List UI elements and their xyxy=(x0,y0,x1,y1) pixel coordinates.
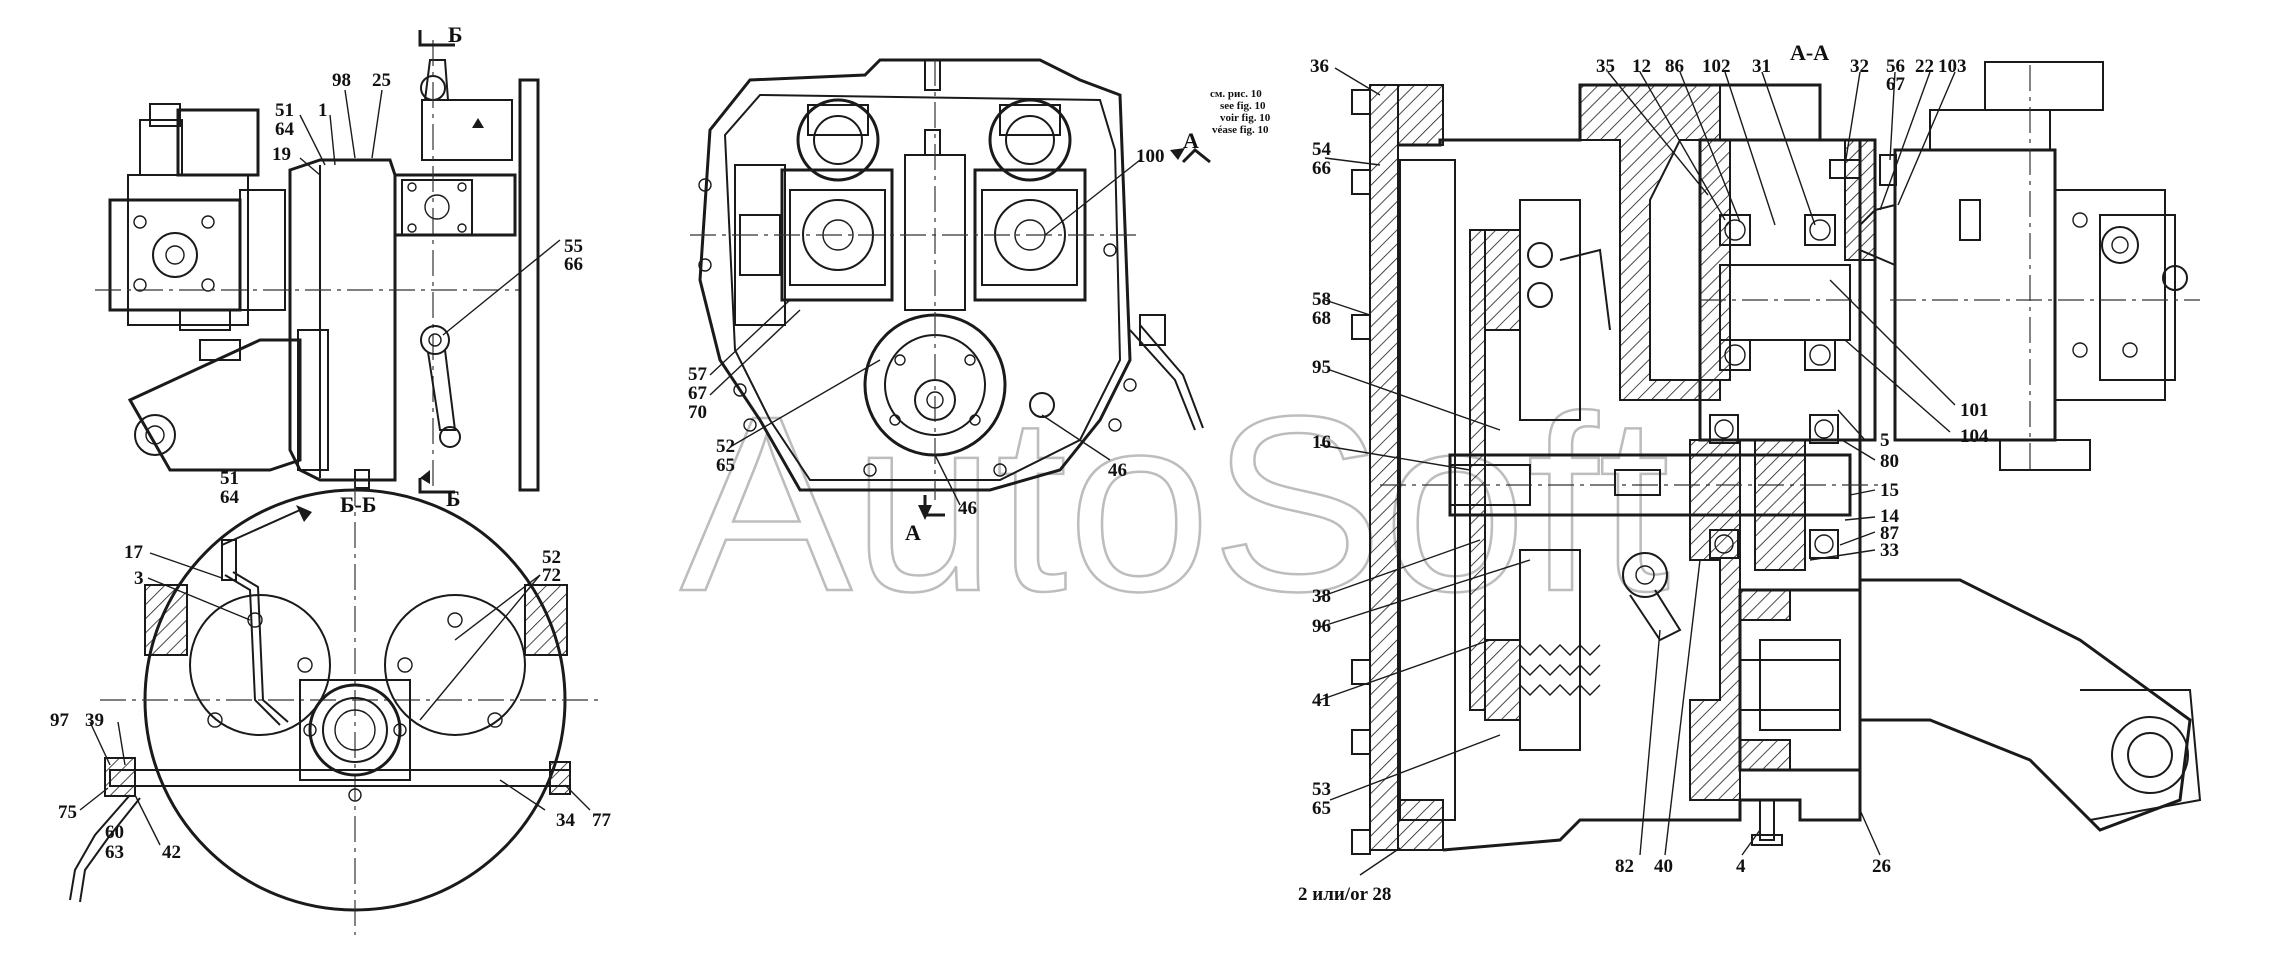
callout: 67 xyxy=(1886,74,1906,95)
callout: 64 xyxy=(275,119,295,140)
callout: 36 xyxy=(1310,56,1329,77)
callout: 32 xyxy=(1850,56,1869,77)
cut-mark-b-top: Б xyxy=(448,22,463,47)
callout: 77 xyxy=(592,810,612,831)
callout: 101 xyxy=(1960,400,1989,421)
watermark: AutoSoft xyxy=(680,364,1670,643)
callout: 41 xyxy=(1312,690,1331,711)
callout: 60 xyxy=(105,822,124,843)
callout: 15 xyxy=(1880,480,1899,501)
callout: 87 xyxy=(1880,523,1900,544)
callout: 35 xyxy=(1596,56,1615,77)
callout: 42 xyxy=(162,842,181,863)
callout: 34 xyxy=(556,810,576,831)
callout: 86 xyxy=(1665,56,1684,77)
callout: 103 xyxy=(1938,56,1967,77)
callout: 66 xyxy=(1312,158,1331,179)
callout: 22 xyxy=(1915,56,1934,77)
callout: 104 xyxy=(1960,426,1989,447)
callout: 102 xyxy=(1702,56,1731,77)
leaders-left xyxy=(299,89,561,336)
callout: 54 xyxy=(1312,139,1332,160)
leaders-bb xyxy=(79,552,591,846)
callout: 40 xyxy=(1654,856,1673,877)
callouts-middle: 100 57 67 70 52 65 46 46 xyxy=(688,146,1165,519)
section-bb xyxy=(69,480,600,935)
note-line-ru: см. рис. 10 xyxy=(1210,88,1262,100)
callout: 82 xyxy=(1615,856,1634,877)
callouts-left: 98 25 51 64 1 19 55 66 xyxy=(272,70,583,275)
note-line-fr: voir fig. 10 xyxy=(1220,112,1271,124)
callout: 16 xyxy=(1312,432,1331,453)
callout: 1 xyxy=(318,100,328,121)
callout: 3 xyxy=(134,568,144,589)
callout: 55 xyxy=(564,236,583,257)
callout: 56 xyxy=(1886,56,1905,77)
callout: 14 xyxy=(1880,506,1900,527)
callout: 52 xyxy=(542,547,561,568)
section-title-aa: А-А xyxy=(1790,40,1829,65)
callout: 39 xyxy=(85,710,104,731)
callout: 17 xyxy=(124,542,144,563)
callout: 80 xyxy=(1880,451,1899,472)
callouts-aa: 36 35 12 86 102 31 32 56 67 22 103 54 66… xyxy=(1298,56,1989,905)
callout: 46 xyxy=(1108,460,1127,481)
leaders-middle xyxy=(709,159,1141,506)
callout: 63 xyxy=(105,842,124,863)
callout: 33 xyxy=(1880,540,1899,561)
note-line-es: véase fig. 10 xyxy=(1212,124,1269,136)
callout: 66 xyxy=(564,254,583,275)
callout: 65 xyxy=(716,455,735,476)
callout: 98 xyxy=(332,70,351,91)
callout: 65 xyxy=(1312,798,1331,819)
callout: 2 или/or 28 xyxy=(1298,884,1391,905)
callout: 26 xyxy=(1872,856,1891,877)
callout: 58 xyxy=(1312,289,1331,310)
callout: 68 xyxy=(1312,308,1331,329)
callout: 38 xyxy=(1312,586,1331,607)
callout: 95 xyxy=(1312,357,1331,378)
reference-note: см. рис. 10 see fig. 10 voir fig. 10 véa… xyxy=(1210,88,1271,136)
callout: 70 xyxy=(688,402,707,423)
callout: 72 xyxy=(542,565,561,586)
cut-mark-b-bottom: Б xyxy=(446,486,461,511)
side-view-gearbox xyxy=(95,30,540,494)
callout: 97 xyxy=(50,710,70,731)
note-line-en: see fig. 10 xyxy=(1220,100,1266,112)
callout: 51 xyxy=(220,468,239,489)
cut-mark-a-right: А xyxy=(1183,128,1199,153)
callout: 51 xyxy=(275,100,294,121)
callout: 25 xyxy=(372,70,391,91)
section-aa xyxy=(1351,61,2202,855)
callout: 96 xyxy=(1312,616,1331,637)
callout: 57 xyxy=(688,364,708,385)
callout: 75 xyxy=(58,802,77,823)
section-title-bb: Б-Б xyxy=(340,492,376,517)
callout: 100 xyxy=(1136,146,1165,167)
leaders-aa xyxy=(1319,67,1956,876)
callout: 5 xyxy=(1880,430,1890,451)
callout: 67 xyxy=(688,383,708,404)
callouts-bb: 51 64 17 3 52 72 97 39 75 60 63 42 34 77 xyxy=(50,468,612,863)
callout: 46 xyxy=(958,498,977,519)
callout: 64 xyxy=(220,487,240,508)
callout: 31 xyxy=(1752,56,1771,77)
callout: 12 xyxy=(1632,56,1651,77)
cut-mark-a-bottom: А xyxy=(905,520,921,545)
callout: 19 xyxy=(272,144,291,165)
callout: 4 xyxy=(1736,856,1746,877)
callout: 52 xyxy=(716,436,735,457)
callout: 53 xyxy=(1312,779,1331,800)
